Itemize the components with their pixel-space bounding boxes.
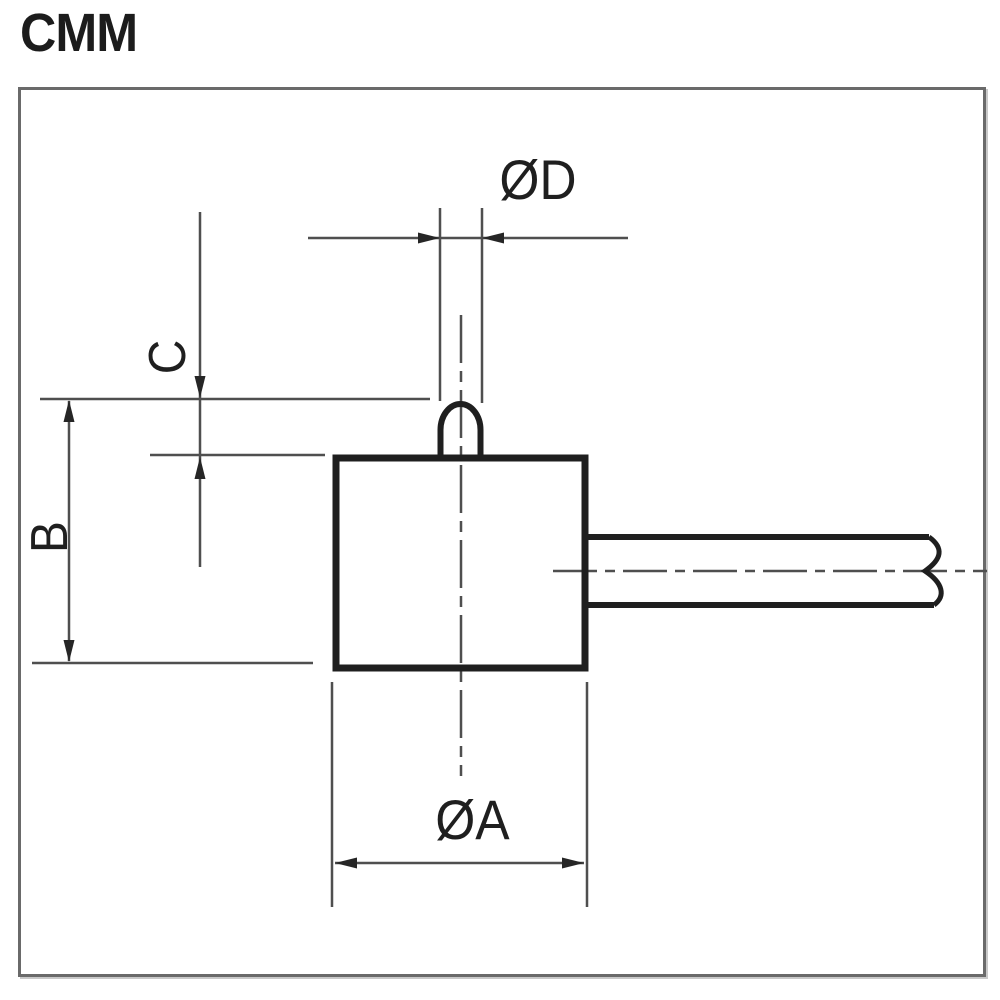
- cable: [588, 534, 944, 608]
- load-button-outline: [437, 401, 484, 456]
- dim-label-c: C: [139, 339, 197, 375]
- dim-b-arrow-up-icon: [63, 400, 75, 422]
- dim-c-arrow-down-icon: [194, 376, 206, 398]
- load-cell-body: [332, 401, 589, 672]
- dim-b-arrow-down-icon: [63, 640, 75, 662]
- dim-label-diameter-a: ØA: [435, 788, 510, 851]
- body-outline: [332, 454, 589, 672]
- page-title: CMM: [20, 3, 138, 63]
- center-lines: [459, 315, 987, 776]
- dim-c-arrow-up-icon: [194, 457, 206, 479]
- cable-break-icon: [920, 534, 944, 607]
- dim-a-arrow-right-icon: [562, 857, 584, 869]
- dim-d-arrow-left-icon: [482, 232, 504, 244]
- dim-d-group: [308, 208, 628, 403]
- dim-d-arrow-right-icon: [418, 232, 440, 244]
- dim-a-arrow-left-icon: [335, 857, 357, 869]
- dim-a-group: [330, 682, 589, 907]
- dim-b-group: [32, 397, 430, 665]
- dim-label-diameter-d: ØD: [499, 148, 577, 211]
- dim-c-group: [150, 212, 325, 567]
- dim-label-b: B: [21, 521, 79, 553]
